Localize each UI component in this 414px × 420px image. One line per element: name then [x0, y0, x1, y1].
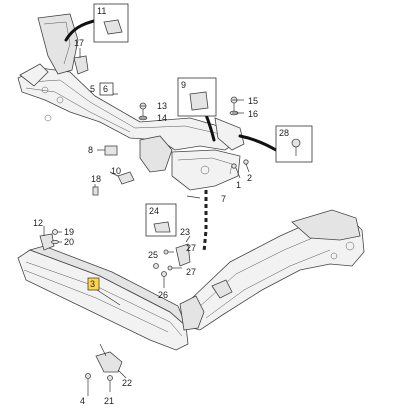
part-1-bolt — [231, 163, 241, 179]
callout-19: 19 — [64, 227, 74, 237]
callout-6: 6 — [103, 84, 108, 94]
callout-8: 8 — [88, 145, 93, 155]
callout-24: 24 — [149, 206, 159, 216]
part-18-pin — [92, 184, 99, 196]
callout-4: 4 — [80, 396, 85, 406]
callout-27b: 27 — [186, 267, 196, 277]
callout-3: 3 — [90, 279, 95, 289]
callout-16: 16 — [248, 109, 258, 119]
callout-22: 22 — [122, 378, 132, 388]
callout-18: 18 — [91, 174, 101, 184]
callout-17: 17 — [74, 38, 84, 48]
box-6: 6 — [99, 82, 114, 96]
part-2-nut — [243, 159, 250, 173]
callout-27a: 27 — [186, 243, 196, 253]
box-11: 11 — [93, 3, 129, 43]
box-24: 24 — [145, 203, 177, 237]
part-10-mount — [109, 171, 135, 185]
front-frame-assembly — [17, 13, 245, 191]
callout-12: 12 — [33, 218, 43, 228]
callout-23: 23 — [180, 227, 190, 237]
washer-20 — [51, 239, 62, 244]
part-21-bolt — [107, 375, 113, 392]
callout-9: 9 — [181, 80, 186, 90]
callout-7: 7 — [221, 194, 226, 204]
callout-1: 1 — [236, 180, 241, 190]
part-8-clip — [97, 145, 118, 156]
part-26-bolt — [161, 271, 167, 288]
part-22-bracket — [95, 351, 127, 379]
callout-13: 13 — [157, 101, 167, 111]
screw-13 — [139, 102, 147, 118]
part-23-bracket — [175, 235, 191, 267]
callout-2: 2 — [247, 173, 252, 183]
screw-15 — [230, 96, 238, 112]
part-4-bolt — [85, 373, 91, 396]
screw-19 — [52, 229, 62, 235]
callout-11: 11 — [97, 6, 106, 16]
part-17-bracket — [73, 48, 89, 75]
callout-14: 14 — [157, 113, 167, 123]
part-12-mount — [39, 226, 55, 251]
callout-26: 26 — [158, 290, 168, 300]
callout-10: 10 — [111, 166, 121, 176]
leader-lines — [93, 93, 244, 357]
callout-28: 28 — [279, 128, 289, 138]
callout-20: 20 — [64, 237, 74, 247]
part-25-nut — [153, 263, 159, 269]
box-9: 9 — [177, 77, 217, 117]
side-rail-assembly — [179, 209, 365, 331]
box-3: 3 — [87, 277, 100, 291]
screw-27a — [163, 249, 174, 255]
link-line-28 — [238, 134, 278, 152]
link-line-24 — [202, 190, 208, 253]
callout-15: 15 — [248, 96, 258, 106]
callout-21: 21 — [104, 396, 114, 406]
screw-27b — [167, 265, 182, 271]
callout-25: 25 — [148, 250, 158, 260]
callout-5: 5 — [90, 84, 95, 94]
box-28: 28 — [275, 125, 313, 163]
